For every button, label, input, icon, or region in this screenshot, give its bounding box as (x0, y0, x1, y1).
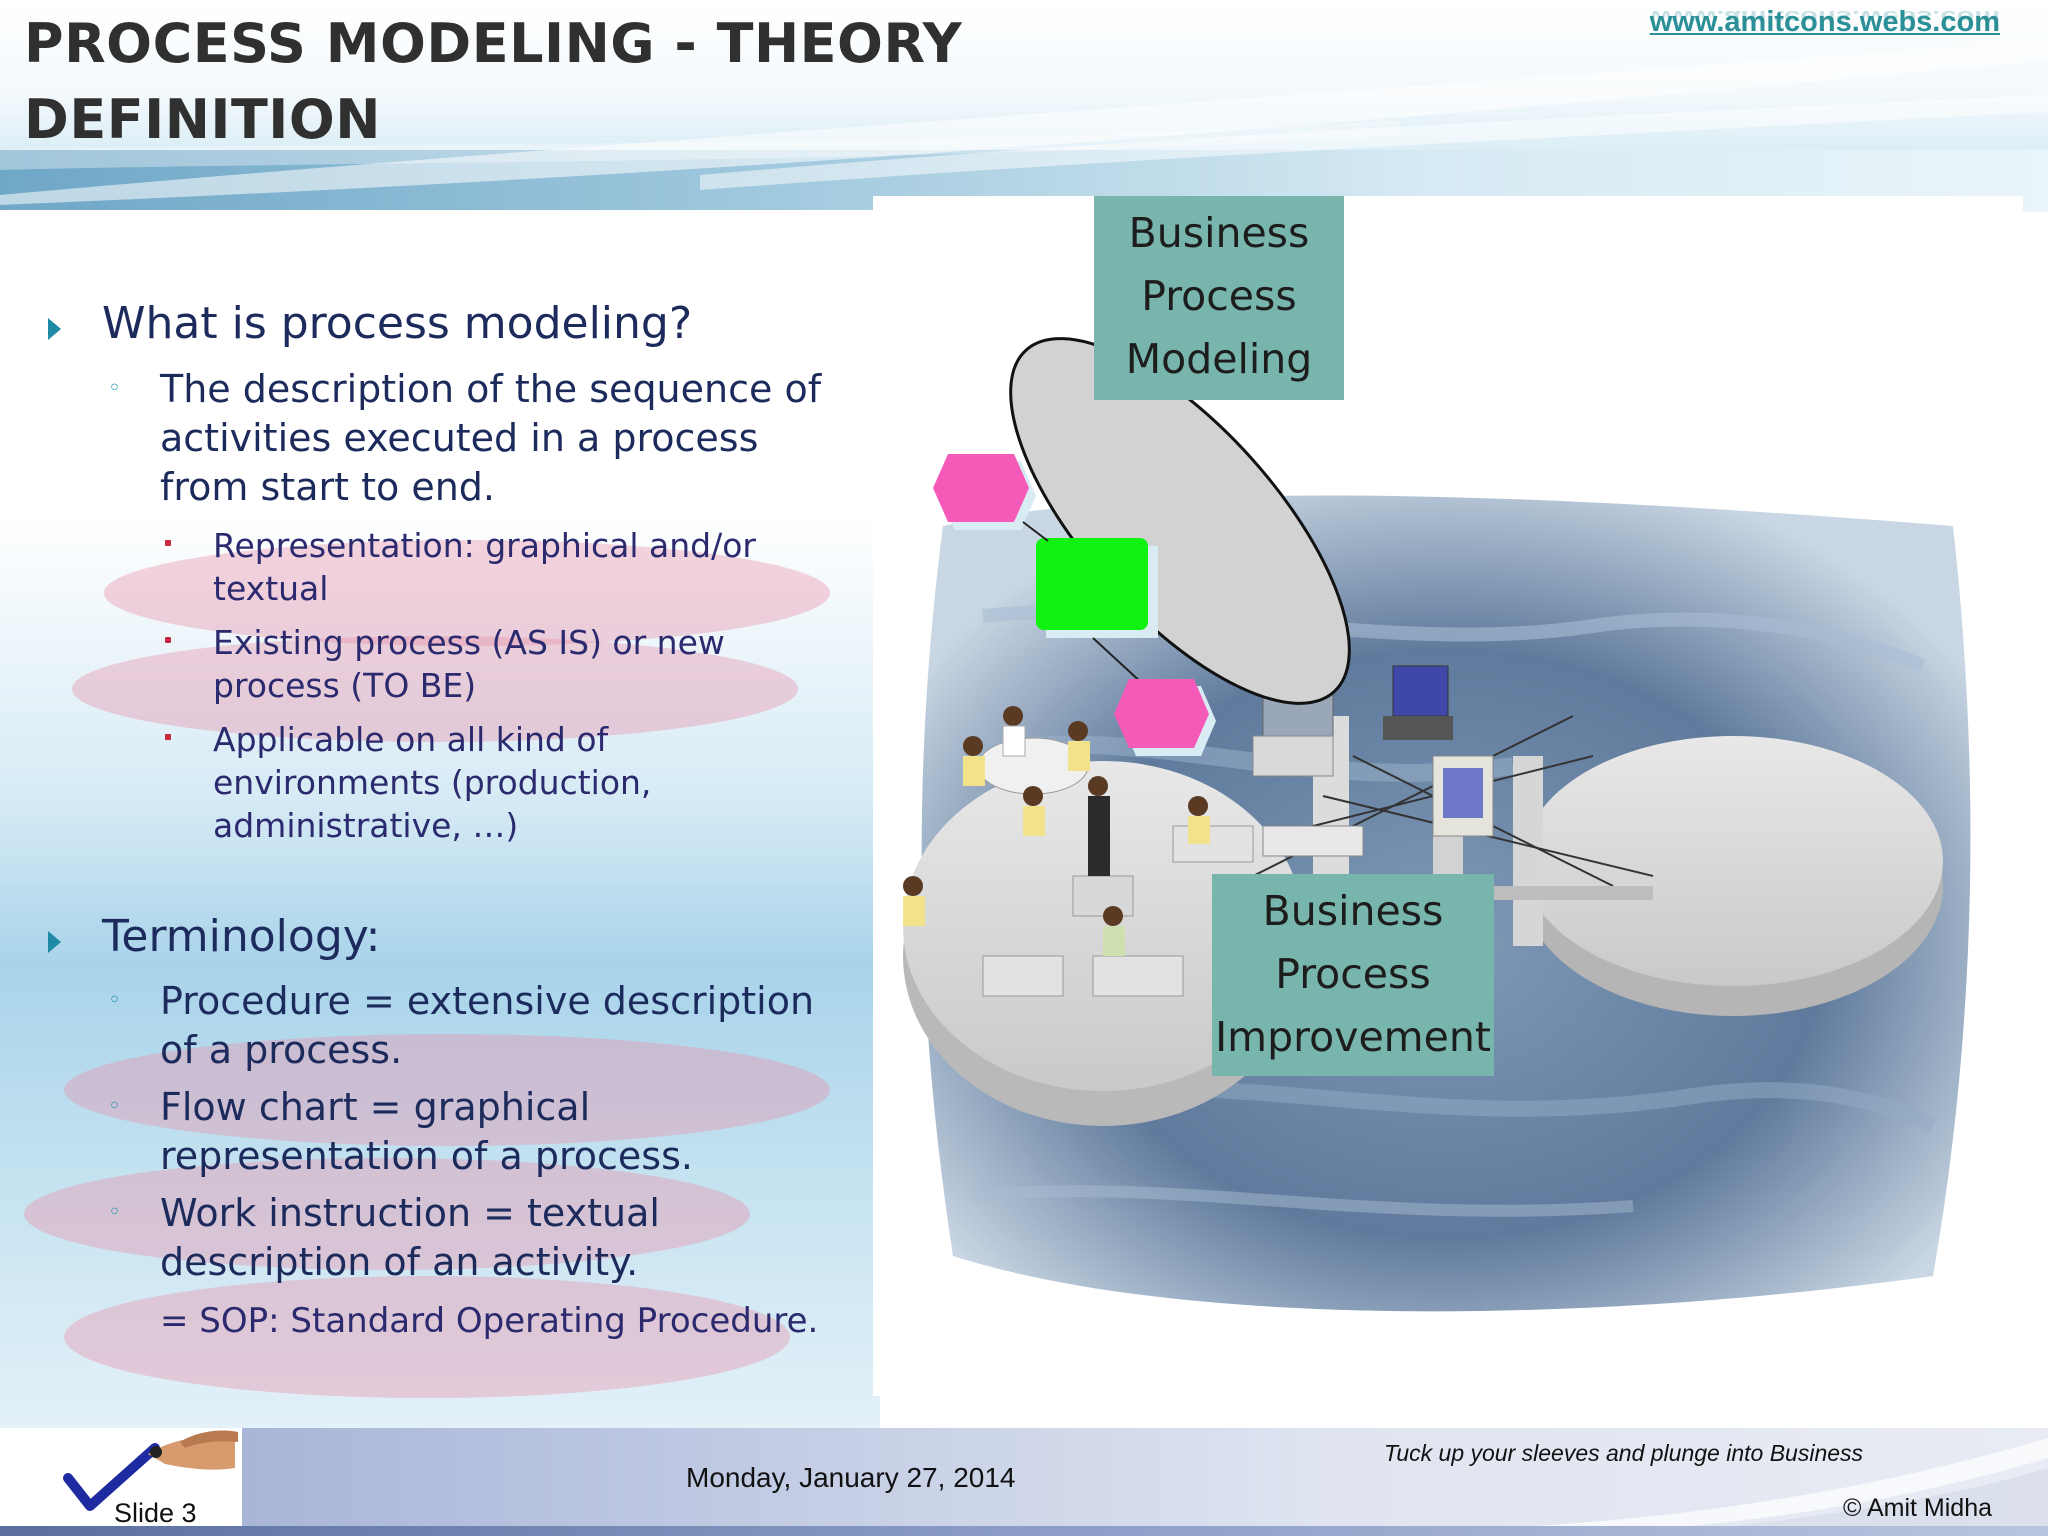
footer-tagline: Tuck up your sleeves and plunge into Bus… (1384, 1440, 1864, 1466)
list-item: Procedure = extensive description of a p… (160, 979, 815, 1072)
highlight-oval (64, 1034, 830, 1146)
website-link[interactable]: www.amitcons.webs.com (1649, 6, 2000, 38)
page-title: PROCESS MODELING - THEORY DEFINITION (24, 6, 963, 158)
business-process-improvement-label: Business Process Improvement (1212, 874, 1494, 1076)
business-process-modeling-label: Business Process Modeling (1094, 196, 1344, 400)
square-bullet-icon (165, 540, 171, 546)
section-heading: Terminology: (102, 911, 381, 962)
slide-number: Slide 3 (114, 1498, 197, 1528)
circle-bullet-icon: ◦ (108, 1094, 121, 1119)
highlight-oval (104, 540, 830, 646)
square-bullet-icon (165, 637, 171, 643)
list-item: Flow chart = graphical representation of… (160, 1085, 693, 1178)
header-banner: PROCESS MODELING - THEORY DEFINITION www… (0, 0, 2048, 212)
list-item: Applicable on all kind of environments (… (213, 720, 652, 845)
bullet-arrow-icon (48, 318, 61, 340)
definition-text: The description of the sequence of activ… (160, 367, 822, 509)
highlight-oval (64, 1276, 790, 1398)
section-heading: What is process modeling? (102, 298, 693, 349)
footer-bottom-strip (0, 1526, 2048, 1536)
list-item: Existing process (AS IS) or new process … (213, 623, 725, 705)
highlight-oval (72, 636, 798, 742)
checkmark-logo-icon (63, 1430, 238, 1511)
highlight-oval (24, 1158, 750, 1270)
title-line-2: DEFINITION (24, 88, 382, 151)
footer-copyright: © Amit Midha (1843, 1494, 1993, 1522)
bullet-arrow-icon (48, 931, 61, 953)
water-scene-graphic (873, 196, 2023, 1396)
list-item: Representation: graphical and/or textual (213, 526, 756, 608)
header-wave-graphic (0, 40, 2048, 205)
sop-note: = SOP: Standard Operating Procedure. (160, 1301, 819, 1341)
circle-bullet-icon: ◦ (108, 376, 121, 401)
square-bullet-icon (165, 734, 171, 740)
process-illustration: Business Process Modeling Business Proce… (873, 196, 2023, 1396)
footer-date: Monday, January 27, 2014 (686, 1462, 1016, 1493)
list-item: Work instruction = textual description o… (160, 1191, 660, 1284)
circle-bullet-icon: ◦ (108, 988, 121, 1013)
footer (0, 1428, 2048, 1536)
circle-bullet-icon: ◦ (108, 1200, 121, 1225)
title-line-1: PROCESS MODELING - THEORY (24, 12, 963, 75)
content-background (0, 210, 880, 1428)
website-link-reflection: www.amitcons.webs.com (1649, 6, 2000, 26)
